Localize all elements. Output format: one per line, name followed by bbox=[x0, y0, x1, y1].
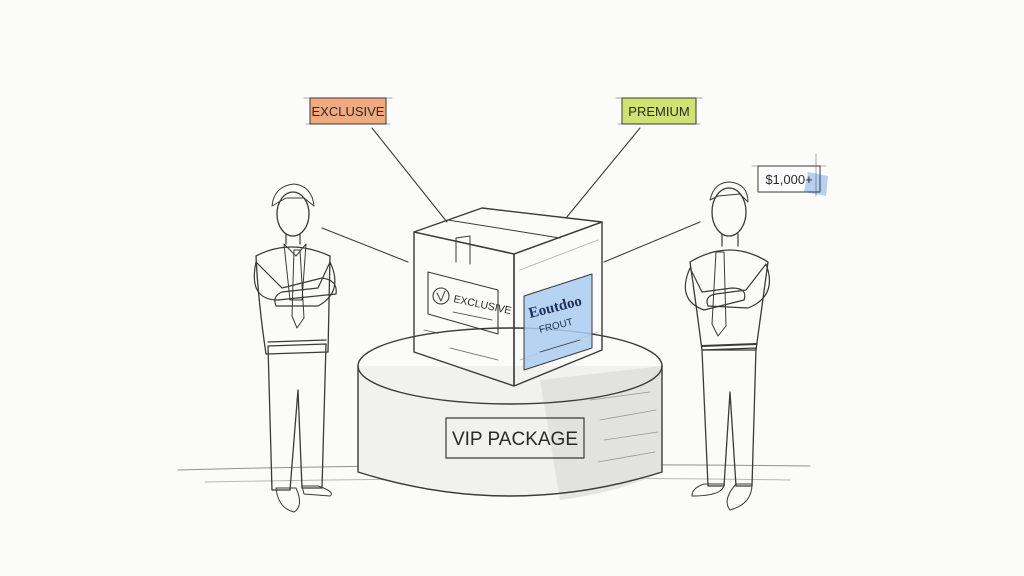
pedestal bbox=[357, 327, 663, 500]
vip-package-text: VIP PACKAGE bbox=[452, 429, 578, 450]
exclusive-tag: EXCLUSIVE bbox=[303, 97, 393, 125]
premium-tag: PREMIUM bbox=[615, 97, 703, 125]
blue-tie bbox=[711, 251, 727, 337]
box-front-label: EXCLUSIVE bbox=[423, 271, 513, 361]
price-tag-text: $1,000+ bbox=[765, 172, 812, 187]
laurel-icon bbox=[432, 287, 450, 305]
package-box: EXCLUSIVE Eoutdoo FROUT bbox=[413, 207, 603, 387]
green-tie bbox=[291, 249, 305, 329]
box-side-label: Eoutdoo FROUT bbox=[523, 273, 593, 371]
exclusive-tag-text: EXCLUSIVE bbox=[312, 104, 385, 119]
businessman-right bbox=[684, 181, 770, 511]
businessman-left bbox=[253, 183, 337, 513]
vip-package-label: VIP PACKAGE bbox=[445, 417, 585, 459]
price-tag: $1,000+ bbox=[751, 153, 828, 197]
premium-tag-text: PREMIUM bbox=[628, 104, 689, 119]
connector-lines bbox=[321, 127, 701, 263]
